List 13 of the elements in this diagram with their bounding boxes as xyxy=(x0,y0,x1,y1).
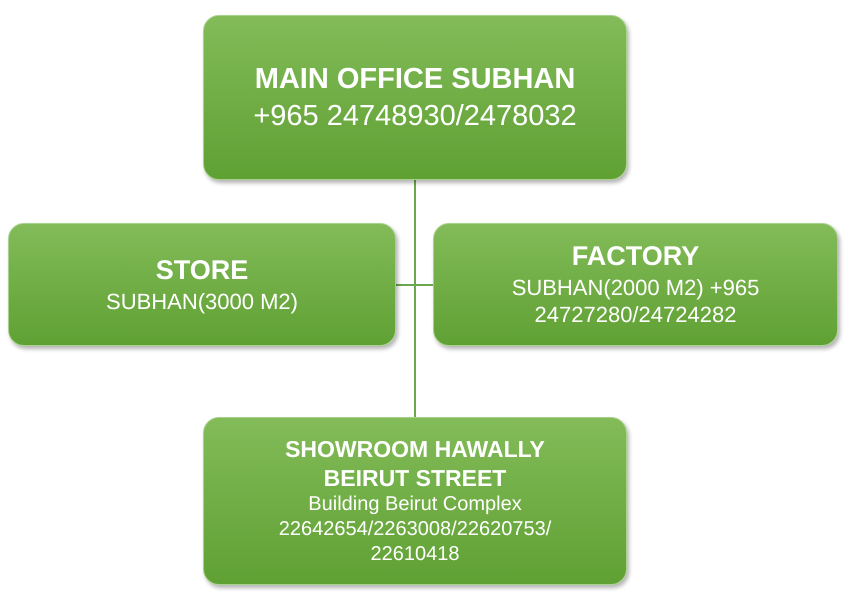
office-box xyxy=(433,223,838,346)
location-heading: STORE xyxy=(156,254,248,287)
office-box xyxy=(203,417,627,585)
location-details: +965 24748930/2478032 xyxy=(253,98,577,134)
location-details: SUBHAN(3000 M2) xyxy=(106,288,298,316)
location-details: SUBHAN(2000 M2) +965 24727280/24724282 xyxy=(510,274,760,329)
office-box xyxy=(8,223,396,346)
location-heading: FACTORY xyxy=(572,240,700,274)
office-box xyxy=(203,15,627,180)
location-heading: MAIN OFFICE SUBHAN xyxy=(254,62,576,98)
location-heading: SHOWROOM HAWALLY BEIRUT STREET xyxy=(284,434,546,492)
connector-line xyxy=(414,180,416,417)
location-details: Building Beirut Complex 22642654/2263008/22620753/ 22610418 xyxy=(278,492,552,568)
